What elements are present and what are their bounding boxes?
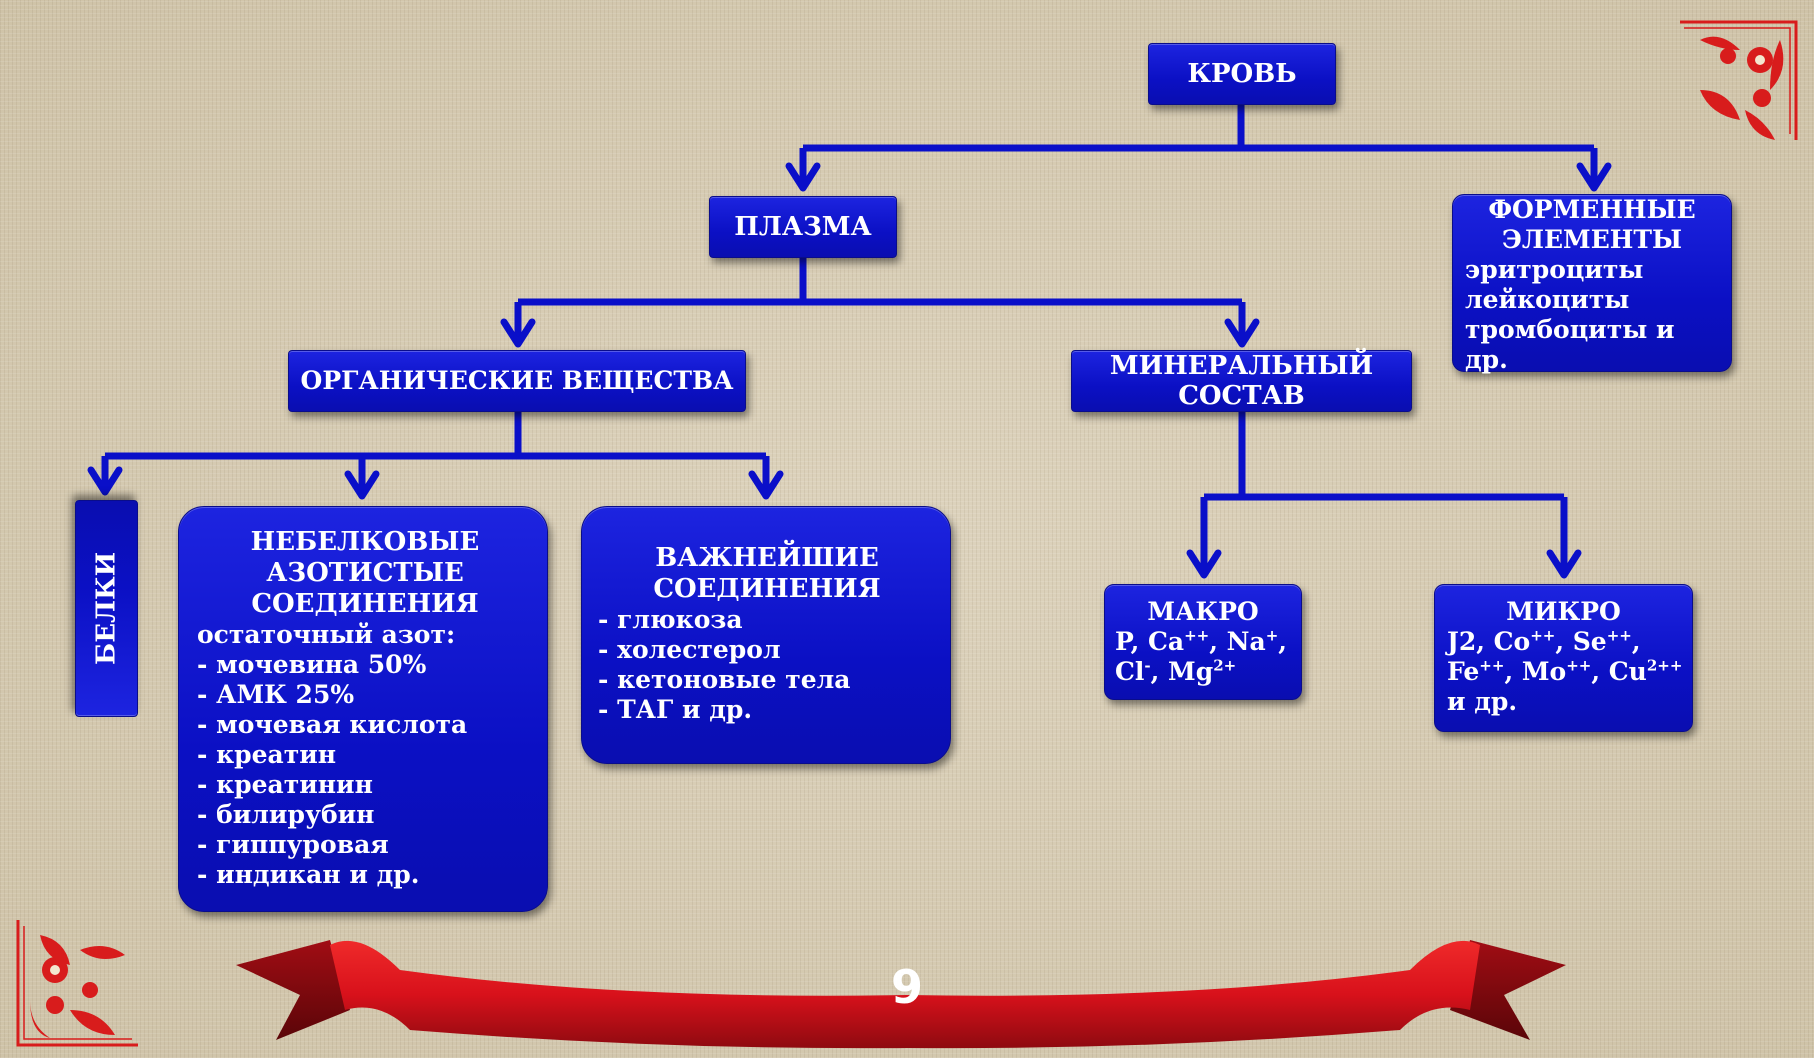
ornament-top-right-flourish <box>1700 36 1784 140</box>
macro-title: МАКРО <box>1147 597 1259 626</box>
arrow-to-nonprotein <box>344 470 380 500</box>
arrow-to-organic <box>500 318 536 348</box>
node-macro: МАКРО P, Ca++, Na+, Cl-, Mg2+ <box>1104 584 1302 700</box>
node-mineral-line2: СОСТАВ <box>1178 381 1305 411</box>
important-item: - кетоновые тела <box>598 665 851 694</box>
nonprotein-title-line2: АЗОТИСТЫЕ <box>266 558 464 588</box>
node-blood: КРОВЬ <box>1148 43 1336 105</box>
arrow-to-important <box>748 470 784 500</box>
nonprotein-item: - гиппуровая <box>197 830 389 859</box>
node-important-compounds: ВАЖНЕЙШИЕ СОЕДИНЕНИЯ - глюкоза - холесте… <box>581 506 951 764</box>
arrow-to-formed <box>1576 162 1612 192</box>
node-proteins: БЕЛКИ <box>75 500 138 717</box>
ornament-top-right <box>1680 20 1798 140</box>
important-item: - ТАГ и др. <box>598 695 753 724</box>
node-plasma-label: ПЛАЗМА <box>734 212 872 242</box>
node-plasma: ПЛАЗМА <box>709 196 897 258</box>
arrow-to-plasma <box>785 162 821 192</box>
important-item: - холестерол <box>598 635 781 664</box>
node-formed-elements: ФОРМЕННЫЕ ЭЛЕМЕНТЫ эритроциты лейкоциты … <box>1452 194 1732 374</box>
formed-title-line2: ЭЛЕМЕНТЫ <box>1501 225 1683 254</box>
nonprotein-item: - индикан и др. <box>197 860 420 889</box>
micro-line1: J2, Co++, Se++, <box>1447 626 1641 656</box>
nonprotein-title-line3: СОЕДИНЕНИЯ <box>251 589 479 619</box>
macro-line2: Cl-, Mg2+ <box>1115 656 1237 686</box>
arrow-to-micro <box>1546 549 1582 579</box>
arrow-to-macro <box>1186 549 1222 579</box>
nonprotein-title-line1: НЕБЕЛКОВЫЕ <box>250 527 480 557</box>
formed-title-line1: ФОРМЕННЫЕ <box>1488 195 1696 224</box>
ornament-bottom-left <box>16 920 138 1047</box>
ornament-bottom-left-flourish <box>30 935 125 1038</box>
nonprotein-item: - креатинин <box>197 770 373 799</box>
nonprotein-item: - креатин <box>197 740 337 769</box>
formed-item: лейкоциты <box>1465 285 1630 314</box>
node-micro: МИКРО J2, Co++, Se++, Fe++, Mo++, Cu2++ … <box>1434 584 1693 732</box>
important-item: - глюкоза <box>598 605 743 634</box>
page-number: 9 <box>890 960 923 1014</box>
nonprotein-item: - АМК 25% <box>197 680 355 709</box>
node-organic-label: ОРГАНИЧЕСКИЕ ВЕЩЕСТВА <box>300 366 734 395</box>
macro-line1: P, Ca++, Na+, <box>1115 626 1287 656</box>
important-title-line1: ВАЖНЕЙШИЕ <box>655 543 879 573</box>
nonprotein-item: - билирубин <box>197 800 375 829</box>
micro-line2: Fe++, Mo++, Cu2++ <box>1447 656 1683 686</box>
arrow-to-mineral <box>1224 318 1260 348</box>
page-ribbon <box>236 940 1566 1049</box>
node-proteins-label: БЕЛКИ <box>91 551 122 666</box>
node-mineral-line1: МИНЕРАЛЬНЫЙ <box>1109 351 1374 381</box>
node-blood-label: КРОВЬ <box>1187 59 1297 89</box>
formed-item: др. <box>1465 345 1508 374</box>
node-organic: ОРГАНИЧЕСКИЕ ВЕЩЕСТВА <box>288 350 746 412</box>
important-title-line2: СОЕДИНЕНИЯ <box>653 574 881 604</box>
nonprotein-item: - мочевая кислота <box>197 710 468 739</box>
nonprotein-item: - мочевина 50% <box>197 650 427 679</box>
formed-item: эритроциты <box>1465 255 1644 284</box>
node-mineral: МИНЕРАЛЬНЫЙ СОСТАВ <box>1071 350 1412 412</box>
micro-line3: и др. <box>1447 687 1518 716</box>
arrow-to-proteins <box>87 466 123 496</box>
micro-title: МИКРО <box>1506 597 1621 626</box>
formed-item: тромбоциты и <box>1465 315 1675 344</box>
node-nonprotein-nitrogen: НЕБЕЛКОВЫЕ АЗОТИСТЫЕ СОЕДИНЕНИЯ остаточн… <box>178 506 548 912</box>
nonprotein-subtitle: остаточный азот: <box>197 620 456 649</box>
